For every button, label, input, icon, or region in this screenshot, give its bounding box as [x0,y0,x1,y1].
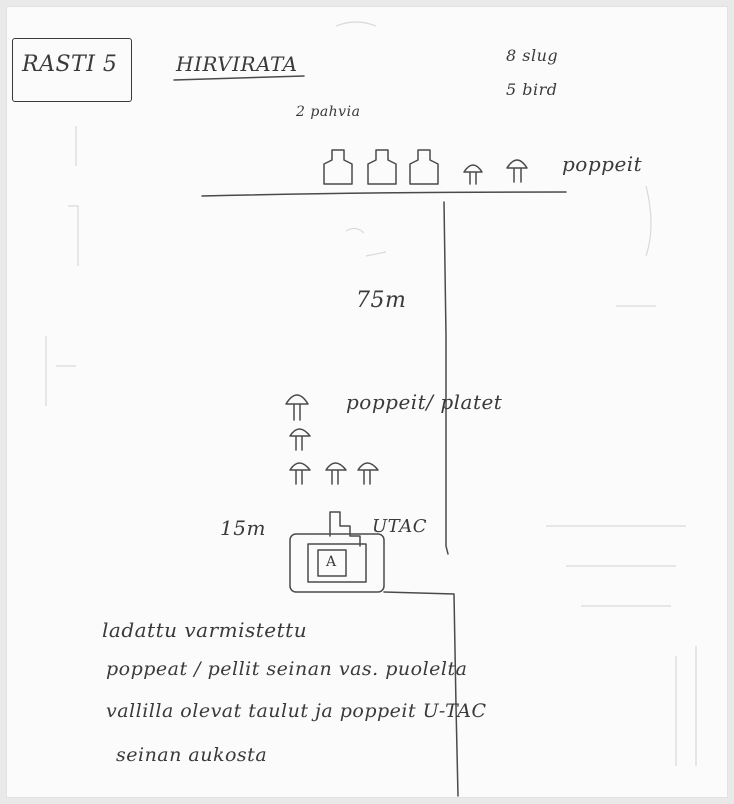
station-label-box [12,38,132,102]
popper-icon [289,462,311,485]
note-line-4: seinan aukosta [116,744,268,766]
targets-label: 2 pahvia [296,104,361,120]
start-marker-box [317,549,347,577]
slug-count: 8 slug [506,46,559,65]
cardboard-target-icon [409,149,439,185]
title-underline [173,75,305,81]
station-label: RASTI 5 [22,52,118,77]
utac-label: UTAC [372,516,427,537]
cardboard-target-icon [323,149,353,185]
shooting-box-inner [307,543,367,583]
distance-far: 75m [356,288,407,313]
bleed-through-marks [45,21,697,766]
distance-near: 15m [220,516,266,540]
popper-icon [357,462,379,485]
popper-icon [285,394,309,421]
range-diagram [201,149,567,797]
range-wall-line [443,201,449,555]
paper-sheet: RASTI 5 HIRVIRATA 8 slug 5 bird 2 pahvia [6,6,728,798]
poppers-label-top: poppeit [562,152,643,176]
poppers-plates-label: poppeit/ platet [346,390,503,414]
utac-wall-icon [329,511,361,547]
note-line-1: ladattu varmistettu [102,618,308,642]
range-wall-line-lower [383,591,459,797]
cardboard-target-icon [367,149,397,185]
backstop-line [201,191,567,197]
shooting-box-outer [289,533,385,593]
popper-icon [506,159,528,183]
popper-icon [325,462,347,485]
note-line-2: poppeat / pellit seinan vas. puolelta [106,658,468,680]
note-line-3: vallilla olevat taulut ja poppeit U-TAC [106,700,487,722]
bird-count: 5 bird [506,80,558,99]
popper-icon [463,164,483,185]
page-title: HIRVIRATA [176,52,298,76]
start-marker-label: A [326,554,337,570]
popper-icon [289,428,311,451]
